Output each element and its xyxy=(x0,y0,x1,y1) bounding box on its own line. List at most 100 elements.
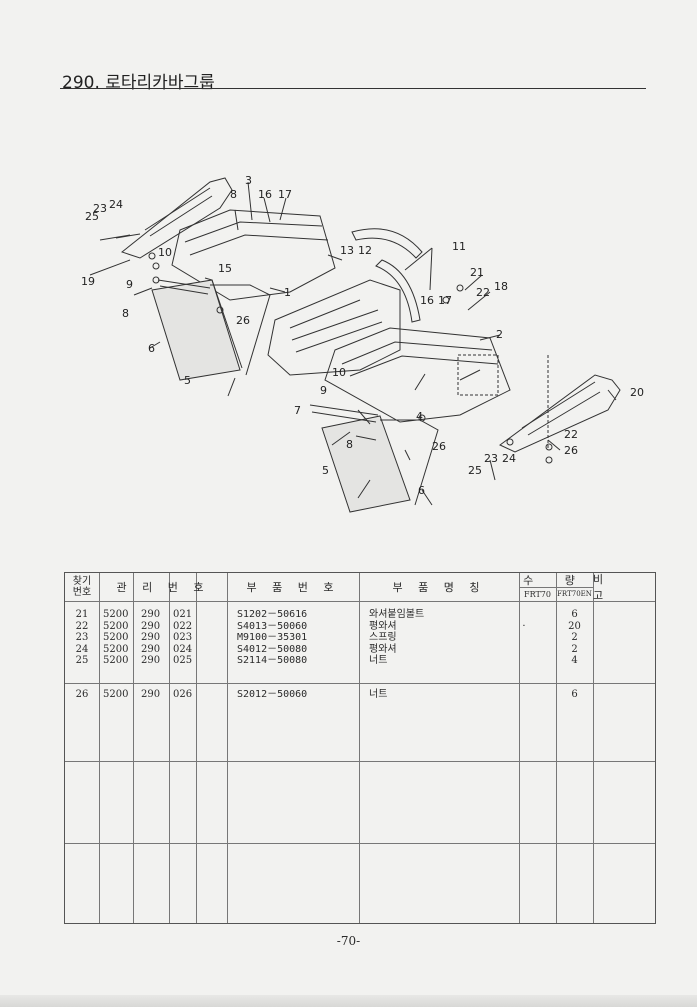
header-index: 찾기 번호 xyxy=(72,576,92,598)
cell-m2: 290 xyxy=(141,609,161,620)
cell-pno: S1202－50616 xyxy=(237,609,308,620)
callout-5: 5 xyxy=(184,374,191,387)
callout-16b: 16 xyxy=(420,294,434,307)
right-main-cover xyxy=(324,327,511,423)
page-title: 290. 로타리카바그룹 xyxy=(62,73,215,93)
callout-26b: 26 xyxy=(432,440,446,453)
title-rule xyxy=(60,88,646,89)
page-number: -70- xyxy=(336,934,361,948)
cell-m2: 290 xyxy=(141,643,161,655)
callout-26c: 26 xyxy=(564,444,578,457)
callout-8: 8 xyxy=(122,307,129,320)
header-remark: 비 고 xyxy=(593,573,618,602)
cell-m1: 5200 xyxy=(103,643,129,655)
cell-idx: 23 xyxy=(75,632,89,643)
callout-3: 3 xyxy=(245,174,252,187)
cell-qb: 2 xyxy=(571,632,578,643)
cell-m3: 021 xyxy=(173,609,193,620)
header-part-number: 부 품 번 호 xyxy=(246,581,340,594)
callout-24: 24 xyxy=(109,198,123,211)
callout-17: 17 xyxy=(278,188,292,201)
callout-6b: 6 xyxy=(418,484,425,497)
callout-26: 26 xyxy=(236,314,250,327)
callout-1: 1 xyxy=(284,286,291,299)
cell-m2: 290 xyxy=(141,689,161,700)
exploded-parts-diagram: 25 23 24 19 9 10 8 6 5 3 8 16 17 15 1 26… xyxy=(81,174,644,513)
cell-pno: S4013－50060 xyxy=(237,620,308,632)
cell-idx: 24 xyxy=(75,643,89,655)
cell-name: 평와셔 xyxy=(369,620,397,632)
callout-8b: 8 xyxy=(230,188,237,201)
callout-25: 25 xyxy=(85,210,99,223)
callout-11: 11 xyxy=(452,240,466,253)
left-main-cover xyxy=(171,209,336,301)
cell-m3: 024 xyxy=(173,643,193,655)
cell-qb: 20 xyxy=(568,620,581,632)
cell-m1: 5200 xyxy=(103,609,129,620)
cell-qb: 4 xyxy=(571,655,578,666)
callout-18: 18 xyxy=(494,280,508,293)
right-cover-plate xyxy=(499,374,621,453)
cell-name: 와셔붙임볼트 xyxy=(369,609,425,620)
callout-13: 13 xyxy=(340,244,354,257)
cell-idx: 22 xyxy=(75,620,89,632)
callout-16: 16 xyxy=(258,188,272,201)
header-qty-frt70en: FRT70EN xyxy=(557,590,592,598)
diagram-callouts: 25 23 24 19 9 10 8 6 5 3 8 16 17 15 1 26… xyxy=(81,174,644,497)
central-frame xyxy=(267,279,401,376)
callout-25b: 25 xyxy=(468,464,482,477)
left-mud-flap xyxy=(151,279,241,381)
callout-4: 4 xyxy=(416,410,423,423)
cell-m1: 5200 xyxy=(103,689,129,700)
cell-m1: 5200 xyxy=(103,655,129,666)
callout-15: 15 xyxy=(218,262,232,275)
cell-m1: 5200 xyxy=(103,632,129,643)
cell-pno: S2114－50080 xyxy=(237,655,308,666)
cell-m1: 5200 xyxy=(103,620,129,632)
callout-21: 21 xyxy=(470,266,484,279)
callout-10b: 10 xyxy=(332,366,346,379)
callout-17b: 17 xyxy=(438,294,452,307)
callout-19: 19 xyxy=(81,275,95,288)
cell-m2: 290 xyxy=(141,632,161,643)
callout-24b: 24 xyxy=(502,452,516,465)
cell-qb: 6 xyxy=(571,689,578,700)
cell-m3: 026 xyxy=(173,689,193,700)
callout-12: 12 xyxy=(358,244,372,257)
cell-pno: M9100－35301 xyxy=(237,632,308,643)
right-mud-flap xyxy=(321,415,411,513)
callout-2: 2 xyxy=(496,328,503,341)
cell-qa: · xyxy=(522,620,526,632)
left-cover-plate xyxy=(120,177,233,259)
cell-pno: S2012－50060 xyxy=(237,689,308,700)
callout-22: 22 xyxy=(476,286,490,299)
cell-qb: 6 xyxy=(571,609,578,620)
cell-pno: S4012－50080 xyxy=(237,643,308,655)
callout-23: 23 xyxy=(93,202,107,215)
callout-9: 9 xyxy=(126,278,133,291)
callout-6: 6 xyxy=(148,342,155,355)
callout-23b: 23 xyxy=(484,452,498,465)
cell-m3: 022 xyxy=(173,620,193,632)
cell-idx: 21 xyxy=(75,609,89,620)
cell-name: 스프링 xyxy=(369,632,397,643)
callout-9b: 9 xyxy=(320,384,327,397)
cell-idx: 26 xyxy=(75,689,89,700)
scan-edge xyxy=(0,995,697,1007)
cell-name: 너트 xyxy=(369,655,388,666)
cell-name: 평와셔 xyxy=(369,643,397,655)
arc-bar xyxy=(351,228,423,259)
callout-5b: 5 xyxy=(322,464,329,477)
header-management-number: 관 리 번 호 xyxy=(116,581,210,594)
cell-m3: 023 xyxy=(173,632,193,643)
header-qty-frt70: FRT70 xyxy=(524,589,551,599)
cell-qb: 2 xyxy=(571,643,578,655)
callout-8c: 8 xyxy=(346,438,353,451)
header-part-name: 부 품 명 칭 xyxy=(392,581,486,594)
cell-m2: 290 xyxy=(141,655,161,666)
header-quantity: 수 량 xyxy=(523,574,589,587)
callout-22b: 22 xyxy=(564,428,578,441)
callout-10: 10 xyxy=(158,246,172,259)
cell-m3: 025 xyxy=(173,655,193,666)
cell-name: 너트 xyxy=(369,689,388,700)
